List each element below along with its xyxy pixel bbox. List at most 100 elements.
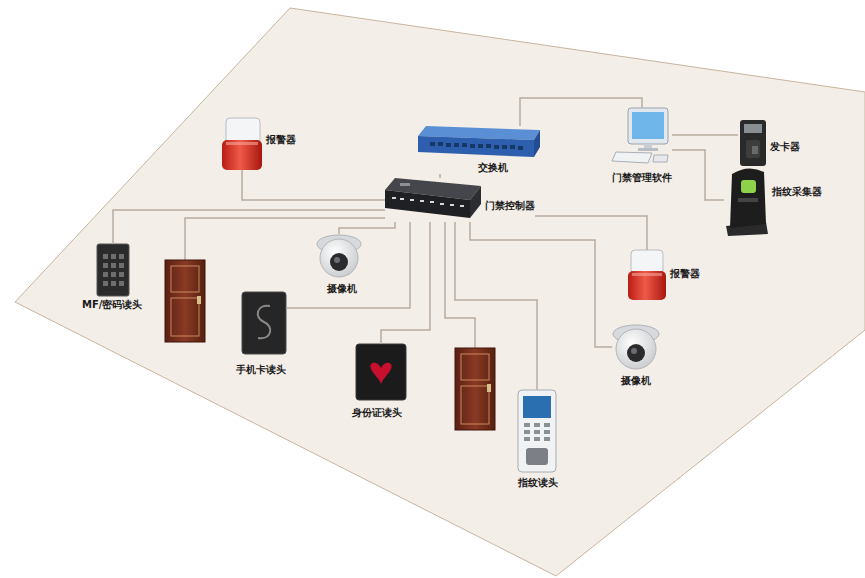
connector-wire: [242, 170, 385, 200]
switch-icon: [534, 130, 540, 157]
card-issuer-icon: [752, 146, 758, 154]
fingerprint-collector-icon: [726, 168, 768, 236]
camera-icon: [320, 239, 358, 277]
id-reader-icon: [356, 344, 406, 400]
camera-icon: [627, 344, 645, 362]
door-wire: [185, 218, 475, 348]
computer-icon: [653, 155, 668, 162]
door-icon: [171, 266, 199, 292]
fingerprint-reader-icon: [523, 396, 551, 418]
controller-icon: [470, 186, 481, 218]
controller-icon: [400, 183, 410, 186]
door-icon: [165, 260, 205, 342]
alarm-icon: [222, 140, 262, 170]
camera-icon: [317, 235, 361, 277]
connector-wire: [113, 210, 385, 244]
camera-icon: [330, 253, 348, 271]
device-node: 报警器: [628, 250, 700, 300]
device-label: 手机卡读头: [236, 364, 286, 376]
fingerprint-collector-icon: [741, 180, 756, 193]
fingerprint-collector-icon: [730, 168, 766, 228]
device-node: 指纹采集器: [724, 168, 822, 236]
connector-wire: [439, 174, 441, 178]
device-node: 门禁控制器: [385, 178, 535, 222]
door-icon: [461, 354, 489, 380]
card-issuer-icon: [740, 120, 766, 166]
device-node: 交换机: [418, 126, 540, 174]
door-icon: [197, 296, 201, 304]
device-label: 门禁管理软件: [612, 172, 672, 184]
connector-wire: [672, 134, 738, 136]
device-label: 发卡器: [770, 141, 800, 153]
keypad-reader-icon: [97, 244, 129, 296]
id-reader-icon: [370, 363, 391, 384]
id-reader-icon: [356, 344, 406, 400]
card-issuer-icon: [744, 124, 762, 133]
card-issuer-icon: [740, 120, 766, 166]
switch-icon: [418, 126, 540, 157]
fingerprint-reader-icon: [518, 390, 556, 472]
connector-wire: [535, 216, 647, 250]
computer-icon: [632, 112, 664, 139]
alarm-icon: [632, 273, 662, 276]
device-label: 摄像机: [327, 283, 357, 295]
camera-icon: [334, 257, 340, 263]
card-issuer-icon: [746, 140, 760, 158]
door-icon: [455, 348, 495, 430]
door-icon: [165, 260, 205, 342]
door-icon: [461, 386, 489, 424]
connector-wire: [381, 222, 430, 344]
device-node: 发卡器: [738, 120, 800, 166]
camera-icon: [613, 325, 659, 369]
device-node: 门禁管理软件: [608, 108, 672, 184]
card-reader-icon: [242, 292, 286, 354]
door-icon: [171, 298, 199, 336]
fingerprint-reader-icon: [526, 448, 548, 465]
alarm-icon: [226, 142, 258, 145]
connector-wire: [455, 222, 537, 390]
device-label: 报警器: [670, 268, 700, 280]
camera-icon: [616, 329, 656, 369]
floor-plane: [15, 8, 865, 576]
controller-icon: [385, 190, 470, 218]
fingerprint-reader-icon: [518, 390, 556, 472]
floor-plane: [15, 8, 865, 576]
device-node: 摄像机: [612, 324, 660, 387]
device-label: 交换机: [478, 162, 508, 174]
device-node: MF/密码读头: [82, 244, 142, 311]
door-wire: [445, 222, 475, 348]
alarm-icon: [628, 271, 666, 300]
connector-wire: [339, 222, 395, 234]
alarm-icon: [222, 118, 262, 170]
device-node: 身份证读头: [352, 344, 406, 419]
device-label: MF/密码读头: [82, 299, 142, 311]
connector-wire: [286, 222, 410, 308]
device-label: 报警器: [266, 134, 296, 146]
connector-wire: [672, 150, 724, 200]
device-node: 手机卡读头: [236, 292, 286, 376]
device-node: 指纹读头: [518, 390, 558, 489]
fingerprint-collector-icon: [738, 198, 758, 202]
alarm-icon: [631, 250, 663, 274]
device-node: 报警器: [222, 118, 296, 170]
switch-icon: [418, 136, 534, 157]
device-node: 摄像机: [316, 234, 362, 295]
card-reader-icon: [258, 306, 271, 338]
camera-icon: [631, 348, 637, 354]
card-reader-icon: [242, 292, 286, 354]
keypad-reader-icon: [97, 244, 129, 296]
device-label: 门禁控制器: [485, 200, 535, 212]
computer-icon: [628, 108, 668, 144]
connector-wire: [520, 98, 642, 126]
connector-wire: [470, 222, 612, 347]
device-label: 指纹读头: [518, 477, 558, 489]
computer-icon: [612, 108, 668, 163]
computer-icon: [612, 152, 652, 163]
door-icon: [455, 348, 495, 430]
controller-icon: [385, 178, 481, 218]
alarm-icon: [628, 250, 666, 300]
device-label: 摄像机: [621, 375, 651, 387]
